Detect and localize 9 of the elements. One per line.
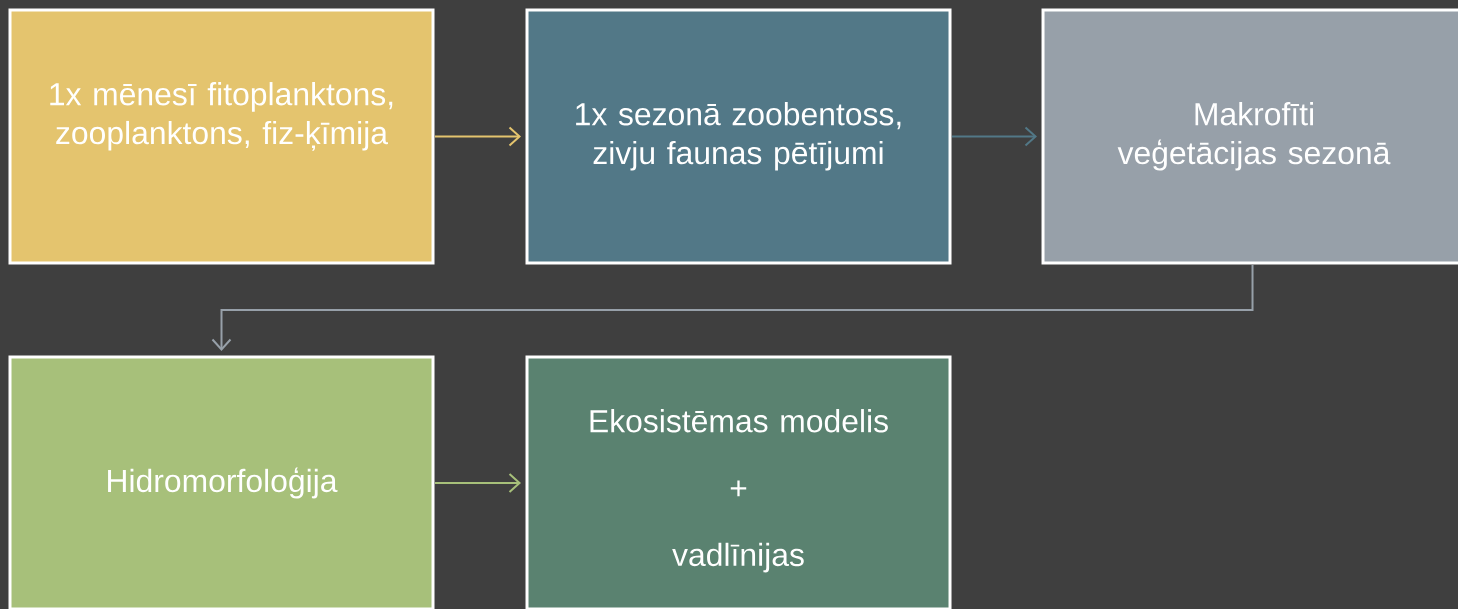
process-box: Ekosistēmas modelis + vadlīnijas [525, 355, 952, 609]
process-box: 1x mēnesī fitoplanktons, zooplanktons, fiz-ķīmija [8, 8, 435, 265]
process-box: Makrofīti veģetācijas sezonā [1041, 8, 1458, 265]
arrow [434, 126, 521, 147]
arrow [434, 473, 521, 493]
process-box: 1x sezonā zoobentoss, zivju faunas pētījumi [525, 8, 952, 265]
arrow [211, 264, 1254, 351]
process-box: Hidromorfoloģija [8, 355, 435, 609]
arrow [951, 126, 1037, 147]
